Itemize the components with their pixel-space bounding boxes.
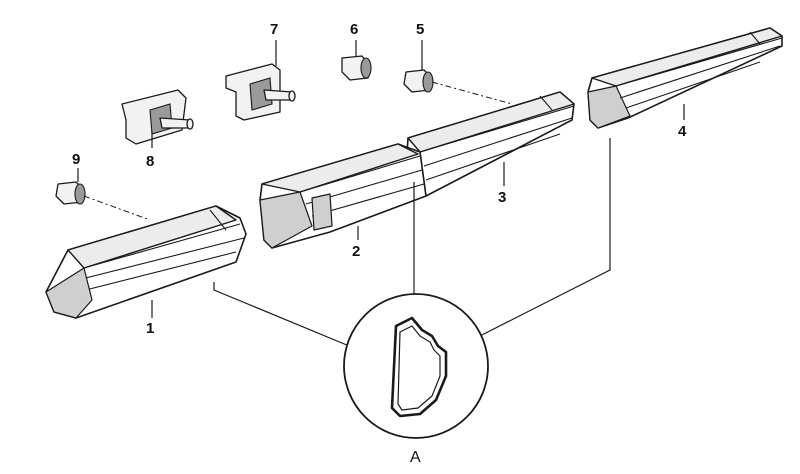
part-8-clip bbox=[121, 89, 194, 145]
callout-1: 1 bbox=[146, 320, 154, 337]
callout-3: 3 bbox=[498, 189, 506, 206]
callout-labels: 1 2 3 4 5 6 7 8 9 A bbox=[72, 21, 687, 466]
callout-9: 9 bbox=[72, 151, 80, 168]
callout-2: 2 bbox=[352, 243, 360, 260]
callout-5: 5 bbox=[416, 21, 424, 38]
callout-8: 8 bbox=[146, 153, 154, 170]
part-5-grommet bbox=[403, 69, 434, 93]
part-9-grommet bbox=[55, 181, 86, 205]
callout-6: 6 bbox=[350, 21, 358, 38]
part-7-clip bbox=[225, 63, 296, 121]
assembly-lines bbox=[83, 81, 513, 221]
section-connectors bbox=[213, 138, 611, 349]
part-1-moulding bbox=[45, 205, 247, 319]
callout-4: 4 bbox=[678, 123, 687, 140]
detail-label-a: A bbox=[410, 449, 421, 466]
part-4-moulding bbox=[587, 27, 783, 129]
callout-leaders bbox=[77, 40, 685, 318]
part-2-moulding bbox=[259, 143, 427, 249]
section-detail-a bbox=[343, 293, 489, 439]
callout-7: 7 bbox=[270, 21, 278, 38]
part-3-moulding bbox=[405, 91, 575, 197]
part-6-grommet bbox=[341, 55, 372, 81]
